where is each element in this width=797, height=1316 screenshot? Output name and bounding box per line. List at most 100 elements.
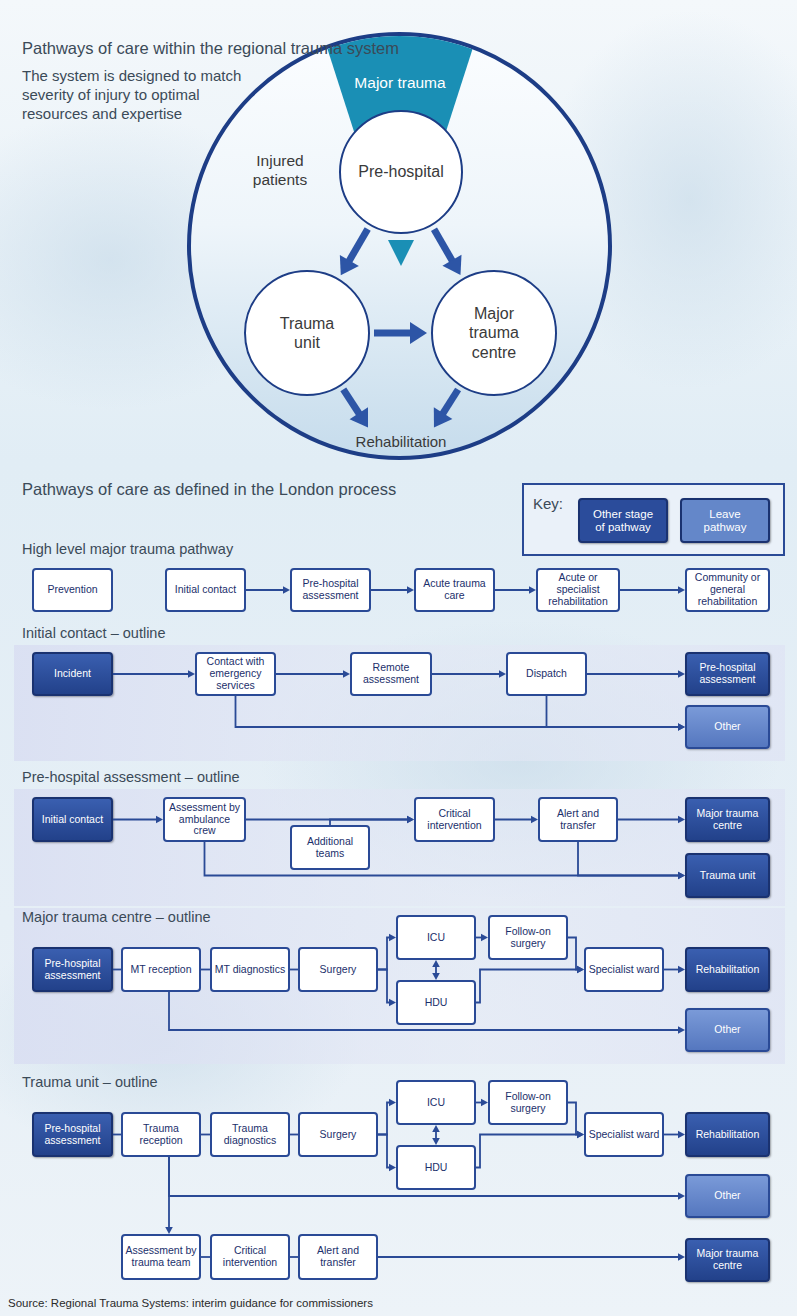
connector-arrow [169, 992, 685, 1034]
connector-arrow [432, 1125, 440, 1145]
connector-arrow [664, 966, 685, 974]
process-box: Assessment by ambulance crew [163, 797, 246, 842]
node-text: MT diagnostics [213, 964, 287, 976]
connector-arrow [432, 670, 506, 678]
arrow-head [481, 1099, 488, 1107]
process-box: Community or general rehabilitation [685, 568, 770, 612]
connector-line [236, 696, 681, 727]
arrow-head [432, 1138, 440, 1145]
arrow-head [529, 586, 536, 594]
arrow-head [389, 1099, 396, 1107]
flow-arrow [343, 389, 368, 427]
process-box: Trauma diagnostics [210, 1112, 290, 1157]
section-band [14, 789, 785, 906]
process-box: Follow-on surgery [488, 1080, 568, 1125]
arrow-head [678, 723, 685, 731]
arrow-head [577, 1131, 584, 1139]
connector-arrow [201, 1134, 210, 1135]
connector-arrow [246, 586, 290, 594]
care-stage-circle: Major trauma centre [431, 270, 557, 396]
section-heading: Pathways of care as defined in the Londo… [22, 479, 542, 499]
node-text: Remote assessment [352, 662, 430, 686]
arrow-head [407, 816, 414, 824]
node-text: Rehabilitation [694, 964, 762, 976]
connector-line [378, 938, 391, 970]
pathway-stage-box: Pre-hospital assessment [32, 947, 113, 992]
connector-line [476, 1135, 579, 1168]
triage-pointer [388, 240, 414, 266]
node-text: Critical intervention [212, 1245, 288, 1269]
key-heading: Key: [533, 495, 577, 513]
process-box: Critical intervention [414, 797, 495, 842]
connector-line [113, 673, 190, 675]
flow-arrow [340, 229, 368, 275]
connector-arrow [205, 842, 686, 879]
connector-line [371, 589, 409, 591]
connector-arrow [476, 966, 584, 1003]
arrow-head [407, 816, 414, 824]
connector-arrow [495, 816, 538, 824]
process-box: Acute trauma care [414, 568, 495, 612]
section-band [14, 908, 785, 1064]
node-text: Trauma unit [698, 870, 758, 882]
connector-line [568, 938, 579, 970]
node-text: Dispatch [524, 668, 569, 680]
subtitle-note: The system is designed to match severity… [22, 66, 248, 123]
connector-arrow [568, 1103, 584, 1139]
connector-arrow [547, 696, 686, 731]
connector-arrow [378, 970, 396, 1007]
process-box: Specialist ward [584, 1112, 664, 1157]
connector-arrow [378, 1099, 396, 1135]
arrow-head [678, 1192, 685, 1200]
node-text: Acute trauma care [416, 578, 493, 602]
stage-label: Rehabilitation [345, 430, 457, 454]
process-box: Initial contact [165, 568, 246, 612]
pathway-stage-box: Initial contact [32, 797, 113, 842]
connector-arrow [165, 1157, 173, 1234]
arrow-head [434, 407, 453, 427]
node-text: Pre-hospital assessment [34, 1123, 111, 1147]
connector-arrow [620, 586, 685, 594]
process-box: Prevention [32, 568, 113, 612]
pathway-stage-box: Rehabilitation [685, 947, 770, 992]
arrow-head [678, 966, 685, 974]
arrow-head [481, 934, 488, 942]
connector-arrow [476, 934, 488, 942]
node-text: Rehabilitation [694, 1129, 762, 1141]
node-text: ICU [425, 1097, 447, 1109]
connector-line [568, 1103, 579, 1135]
node-text: Major trauma centre [687, 808, 768, 832]
row-heading: Pre-hospital assessment – outline [22, 769, 442, 786]
arrow-head [577, 1131, 584, 1139]
connector-line [374, 330, 415, 337]
node-text: Alert and transfer [540, 808, 616, 832]
process-box: Trauma reception [121, 1112, 201, 1157]
node-text: Contact with emergency services [197, 656, 274, 691]
process-box: Acute or specialist rehabilitation [536, 568, 620, 612]
flow-arrow [374, 322, 427, 344]
flow-arrow [434, 229, 462, 275]
pathway-stage-box: Rehabilitation [685, 1112, 770, 1157]
node-text: Initial contact [40, 814, 105, 826]
process-box: HDU [396, 1145, 476, 1190]
process-box: Critical intervention [210, 1234, 290, 1280]
row-heading: High level major trauma pathway [22, 541, 442, 558]
arrow-head [432, 1125, 440, 1132]
connector-arrow [290, 1134, 298, 1135]
connector-arrow [113, 969, 121, 970]
node-text: Follow-on surgery [490, 1091, 566, 1115]
arrow-head [678, 586, 685, 594]
arrow-head [678, 1026, 685, 1034]
node-text: MT reception [128, 964, 193, 976]
row-heading: Initial contact – outline [22, 625, 442, 642]
node-text: HDU [423, 1162, 450, 1174]
pathway-stage-box: Major trauma centre [685, 1238, 770, 1282]
connector-line [113, 969, 121, 971]
arrow-head [678, 872, 685, 880]
connector-line [330, 820, 409, 826]
process-box: MT diagnostics [210, 947, 290, 992]
process-box: Alert and transfer [298, 1234, 378, 1280]
node-text: Surgery [318, 964, 359, 976]
